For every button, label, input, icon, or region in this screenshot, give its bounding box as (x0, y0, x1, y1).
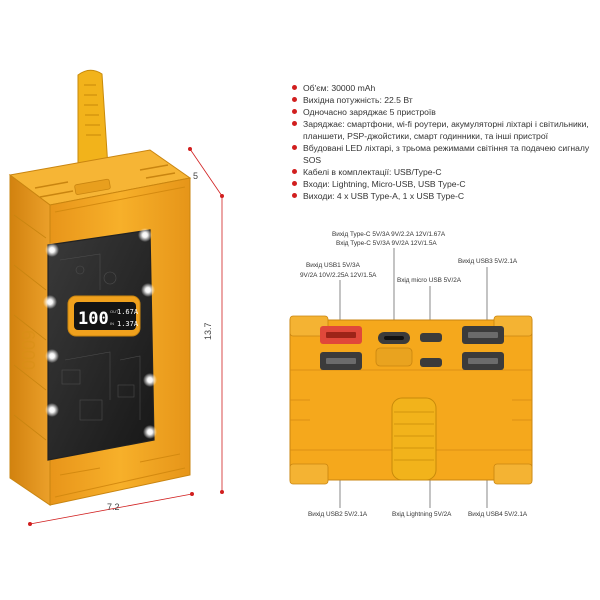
powerbank-front-illustration: 6000 100 OUT IN 1.67A 1.37A (8, 69, 224, 527)
spec-item: Входи: Lightning, Micro-USB, USB Type-C (292, 178, 598, 190)
dimension-depth: 5 (193, 171, 199, 181)
dimension-width: 7.2 (107, 502, 120, 512)
label-usb2: Вихід USB2 5V/2.1A (308, 511, 368, 518)
label-usb4: Вихід USB4 5V/2.1A (468, 511, 528, 518)
spec-item: Вбудовані LED ліхтарі, з трьома режимами… (292, 142, 598, 166)
spec-item: Одночасно заряджає 5 пристроїв (292, 106, 598, 118)
powerbank-ports-illustration (289, 248, 533, 508)
label-micro-in: Вхід micro USB 5V/2A (397, 277, 462, 284)
spec-item: планшети, PSP-джойстики, смарт годинники… (303, 131, 549, 141)
dimension-height: 13.7 (203, 322, 213, 340)
spec-item: Виходи: 4 x USB Type-A, 1 x USB Type-C (292, 190, 598, 202)
label-usb3: Вихід USB3 5V/2.1A (458, 258, 518, 265)
label-typec-out: Вихід Type-C 5V/3A 9V/2.2A 12V/1.67A (332, 231, 446, 238)
svg-text:OUT: OUT (110, 309, 119, 314)
svg-text:IN: IN (110, 321, 114, 326)
label-usb1-title: Вихід USB1 5V/3A (306, 262, 360, 269)
spec-item: Заряджає: смартфони, wi-fi роутери, акум… (292, 118, 598, 130)
lcd-reading: 100 (78, 309, 109, 329)
spec-item: Вихідна потужність: 22.5 Вт (292, 94, 598, 106)
led-light-icon (43, 228, 157, 439)
svg-text:6000: 6000 (18, 330, 38, 370)
lanyard-icon (391, 397, 437, 481)
lcd-display: 100 OUT IN 1.67A 1.37A (67, 295, 141, 337)
spec-list: Об'єм: 30000 mAh Вихідна потужність: 22.… (292, 82, 598, 202)
usb-port-icon (320, 326, 504, 370)
spec-item: Об'єм: 30000 mAh (292, 82, 598, 94)
label-typec-in: Вхід Type-C 5V/3A 9V/2A 12V/1.5A (336, 240, 437, 247)
spec-item: Кабелі в комплектації: USB/Type-C (292, 166, 598, 178)
svg-text:1.67A: 1.67A (117, 308, 139, 316)
label-usb1-detail: 9V/2A 10V/2.25A 12V/1.5A (300, 272, 377, 279)
svg-text:1.37A: 1.37A (117, 320, 139, 328)
label-lightning-in: Вхід Lightning 5V/2A (392, 511, 452, 518)
